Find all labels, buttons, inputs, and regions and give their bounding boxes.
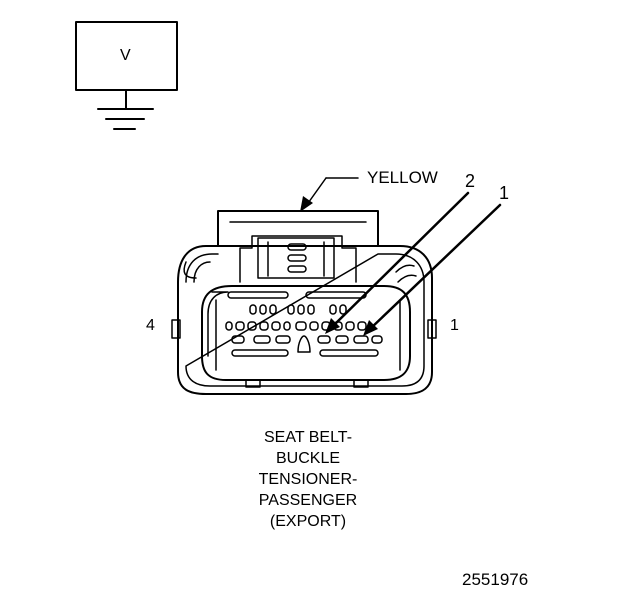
pin-2-callout: 2 [465,171,476,191]
wire-color-label: YELLOW [367,168,438,187]
voltmeter-symbol [75,21,178,130]
voltmeter-label: V [120,47,131,64]
pin-2-leader [330,191,470,329]
cavity-1-label: 1 [450,317,459,334]
connector-outer-shell [177,245,433,395]
caption-line: BUCKLE [275,450,341,467]
pin-2-arrowhead [325,318,340,334]
left-ear [171,319,181,339]
ground-icon [97,108,154,130]
cavity-4-label: 4 [146,317,155,334]
pin-1-callout: 1 [499,183,510,203]
figure-id: 2551976 [462,570,529,589]
polarization-key [297,335,311,353]
yellow-arrowhead [300,196,313,212]
right-ear [427,319,437,339]
pin-1-leader [368,203,502,331]
pin-1-arrowhead [363,320,378,336]
wire-color-leader [305,177,359,207]
connector-latch [217,210,379,247]
terminal-face [201,285,411,381]
connector-caption: SEAT BELT- BUCKLE TENSIONER- PASSENGER (… [218,427,398,532]
caption-line: (EXPORT) [269,513,347,530]
connector-housing [171,210,437,395]
caption-line: PASSENGER [258,492,358,509]
caption-line: TENSIONER- [258,471,358,488]
caption-line: SEAT BELT- [263,429,353,446]
